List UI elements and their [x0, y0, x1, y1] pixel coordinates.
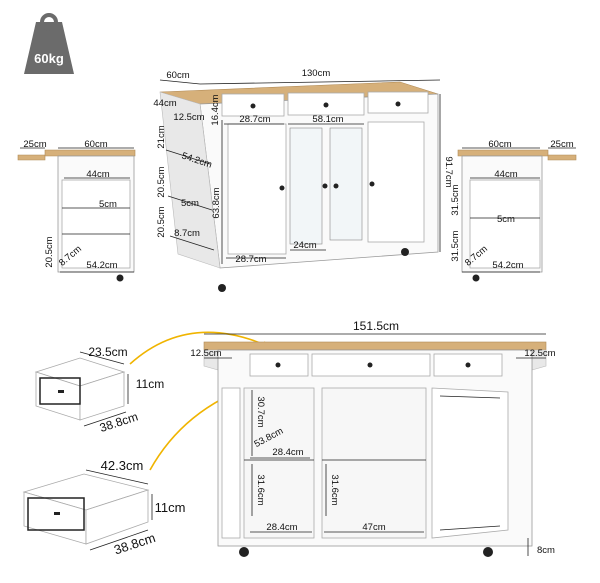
- dim-front-bottom-left: 28.4cm: [266, 522, 297, 533]
- dim-large-drawer-depth: 38.8cm: [112, 530, 157, 557]
- left-side-view: 25cm 60cm 44cm 5cm 20.5cm 8.7cm 54.2cm: [17, 139, 136, 282]
- dim-front-shelf-height: 30.7cm: [255, 396, 266, 427]
- dim-top-shelf-bottom: 8.7cm: [174, 228, 200, 239]
- dim-front-flap-right: 12.5cm: [524, 348, 555, 359]
- dim-top-drawer-mid: 58.1cm: [312, 114, 343, 125]
- dim-top-depth: 60cm: [166, 70, 189, 81]
- dim-front-leg: 8cm: [537, 545, 555, 556]
- weight-icon: 60kg: [24, 13, 74, 74]
- dim-front-flap-left: 12.5cm: [190, 348, 221, 359]
- dim-large-drawer-width: 42.3cm: [101, 458, 144, 473]
- dim-front-bottom-mid: 47cm: [362, 522, 385, 533]
- dim-top-bottom-left: 28.7cm: [235, 254, 266, 265]
- dim-front-total-width: 151.5cm: [353, 319, 399, 333]
- dim-small-drawer-width: 23.5cm: [88, 345, 127, 359]
- dim-top-width: 130cm: [302, 68, 331, 79]
- dim-top-shelf-offset: 12.5cm: [173, 112, 204, 123]
- dim-small-drawer-depth: 38.8cm: [98, 409, 140, 434]
- dim-top-drawer-height: 16.4cm: [210, 94, 221, 125]
- arrow-small-drawer: [129, 331, 273, 365]
- dim-left-low-height: 20.5cm: [44, 236, 55, 267]
- dim-large-drawer-height: 11cm: [155, 500, 186, 515]
- dim-left-inner: 44cm: [86, 169, 109, 180]
- dim-left-depth: 60cm: [84, 139, 107, 150]
- dim-top-total-height: 91.7cm: [443, 156, 454, 187]
- weight-label: 60kg: [34, 51, 64, 66]
- dim-right-upper: 31.5cm: [450, 184, 461, 215]
- dim-front-shelf-width: 28.4cm: [272, 447, 303, 458]
- island-front-view: 151.5cm 12.5cm 12.5cm 30.7cm 53.8cm 28.4…: [190, 319, 556, 557]
- dim-front-lower-height-left: 31.6cm: [255, 474, 266, 505]
- right-side-view: 60cm 25cm 44cm 31.5cm 5cm 31.5cm 8.7cm 5…: [450, 139, 577, 282]
- dim-right-lower: 31.5cm: [450, 230, 461, 261]
- dim-right-bottom-depth: 54.2cm: [492, 260, 523, 271]
- large-drawer-diagram: 42.3cm 11cm 38.8cm: [22, 458, 186, 557]
- dim-top-drawer-left: 28.7cm: [239, 114, 270, 125]
- dim-top-cabinet-height: 63.8cm: [211, 187, 222, 218]
- dim-top-shelf-gap-a: 20.5cm: [156, 166, 167, 197]
- dim-right-inner: 44cm: [494, 169, 517, 180]
- island-perspective-view: 60cm 130cm 44cm 16.4cm 12.5cm 21cm 54.2c…: [153, 68, 454, 292]
- dim-left-gap: 5cm: [99, 199, 117, 210]
- dim-top-shelf-gap-c: 20.5cm: [156, 206, 167, 237]
- small-drawer-diagram: 23.5cm 11cm 38.8cm: [34, 345, 164, 435]
- dim-top-shelf-gap-b: 5cm: [181, 198, 199, 209]
- dim-left-flap: 25cm: [23, 139, 46, 150]
- dim-right-depth: 60cm: [488, 139, 511, 150]
- dim-right-flap: 25cm: [550, 139, 573, 150]
- dim-top-side-depth: 44cm: [153, 98, 176, 109]
- dim-small-drawer-height: 11cm: [136, 377, 164, 391]
- dim-right-gap: 5cm: [497, 214, 515, 225]
- dim-left-bottom-depth: 54.2cm: [86, 260, 117, 271]
- dim-top-bottom-mid: 24cm: [293, 240, 316, 251]
- dim-front-lower-height-mid: 31.6cm: [329, 474, 340, 505]
- dim-top-shelf-height: 21cm: [156, 125, 167, 148]
